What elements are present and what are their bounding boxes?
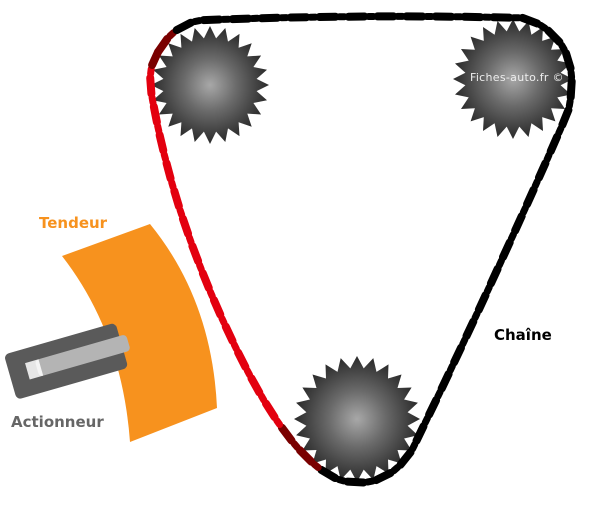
chain-link xyxy=(390,463,402,475)
actuator-rod xyxy=(35,335,130,376)
chain-link xyxy=(555,125,565,137)
chain-link xyxy=(166,29,178,40)
chain-link xyxy=(565,97,574,110)
chain-link xyxy=(230,341,240,353)
chain-link xyxy=(511,212,526,235)
chain-link xyxy=(261,399,279,421)
chain-link xyxy=(234,348,250,371)
chain-link xyxy=(558,41,568,53)
sprocket-bottom xyxy=(294,356,420,482)
chain-link xyxy=(162,159,175,183)
chain-link xyxy=(185,234,195,246)
chain-link xyxy=(474,291,490,314)
sprocket-top-left xyxy=(151,26,269,144)
chain-link xyxy=(206,288,216,300)
chain-link xyxy=(495,257,505,269)
chain-link xyxy=(170,187,183,211)
chain-link xyxy=(434,388,444,401)
chain-link xyxy=(558,106,573,129)
chain-link xyxy=(425,396,441,419)
chain-link xyxy=(148,48,162,69)
actuator-rod-slot xyxy=(25,359,44,380)
chain-link xyxy=(148,94,157,107)
chain-link xyxy=(209,296,225,319)
tensioner-label: Tendeur xyxy=(39,214,108,232)
chain-link xyxy=(146,73,156,98)
chain-link xyxy=(147,65,155,78)
chain-link xyxy=(196,261,205,273)
chain-link xyxy=(296,446,316,466)
chain-link xyxy=(154,122,163,135)
chain-link xyxy=(518,13,542,28)
chain-link xyxy=(486,264,502,288)
chain-link xyxy=(335,476,348,485)
chain-link xyxy=(199,15,224,25)
chain-link xyxy=(459,336,469,348)
chain-link xyxy=(218,314,228,327)
chain-link xyxy=(534,159,550,182)
chain-link xyxy=(221,322,237,345)
chain-link xyxy=(412,422,428,445)
chain-link xyxy=(243,366,254,379)
chain-link xyxy=(290,440,301,451)
actuator-label: Actionneur xyxy=(11,413,104,431)
chain-link xyxy=(437,370,453,393)
chain-link xyxy=(188,242,203,266)
chain-link xyxy=(228,14,253,24)
watermark-label: Fiches-auto.fr © xyxy=(470,71,564,84)
chain-link xyxy=(317,465,340,482)
chain-link xyxy=(462,317,478,340)
chain-link xyxy=(450,343,465,367)
chain-link xyxy=(566,77,576,102)
tensioner-shoe xyxy=(62,224,217,442)
chain-link xyxy=(155,130,168,155)
chain-link xyxy=(562,49,575,73)
chain-link xyxy=(273,416,284,428)
chain-link xyxy=(247,374,264,397)
chain-link xyxy=(483,283,493,296)
chain-link xyxy=(310,460,322,471)
chain-link xyxy=(523,185,538,209)
chain-link xyxy=(544,26,564,46)
chain-link xyxy=(191,17,204,26)
chain-label: Chaîne xyxy=(494,326,552,344)
chain-link xyxy=(567,68,576,81)
chain-link xyxy=(499,238,514,262)
chain-link xyxy=(546,132,562,156)
actuator xyxy=(5,323,130,399)
chain-link xyxy=(160,150,169,163)
chain-link xyxy=(409,440,419,453)
chain-link xyxy=(198,269,213,292)
chain-link xyxy=(421,414,431,427)
sprocket-top-right xyxy=(453,19,573,139)
chain-link xyxy=(364,477,376,486)
chain-link xyxy=(446,362,456,374)
chain-link xyxy=(519,204,529,216)
chain-link xyxy=(396,448,415,469)
chain-link xyxy=(531,178,541,190)
chain-link xyxy=(343,477,368,487)
chain-link xyxy=(172,18,195,35)
chain-link xyxy=(149,102,161,127)
chain-link xyxy=(176,206,186,219)
chain-link xyxy=(471,309,481,322)
chain-link xyxy=(537,21,549,32)
chain-link xyxy=(507,230,517,243)
chain-link xyxy=(178,214,193,238)
chain-link xyxy=(543,151,553,164)
chain-link xyxy=(168,178,177,191)
chain-link xyxy=(372,469,395,485)
chain-link xyxy=(277,423,296,445)
chain-link xyxy=(257,392,268,404)
